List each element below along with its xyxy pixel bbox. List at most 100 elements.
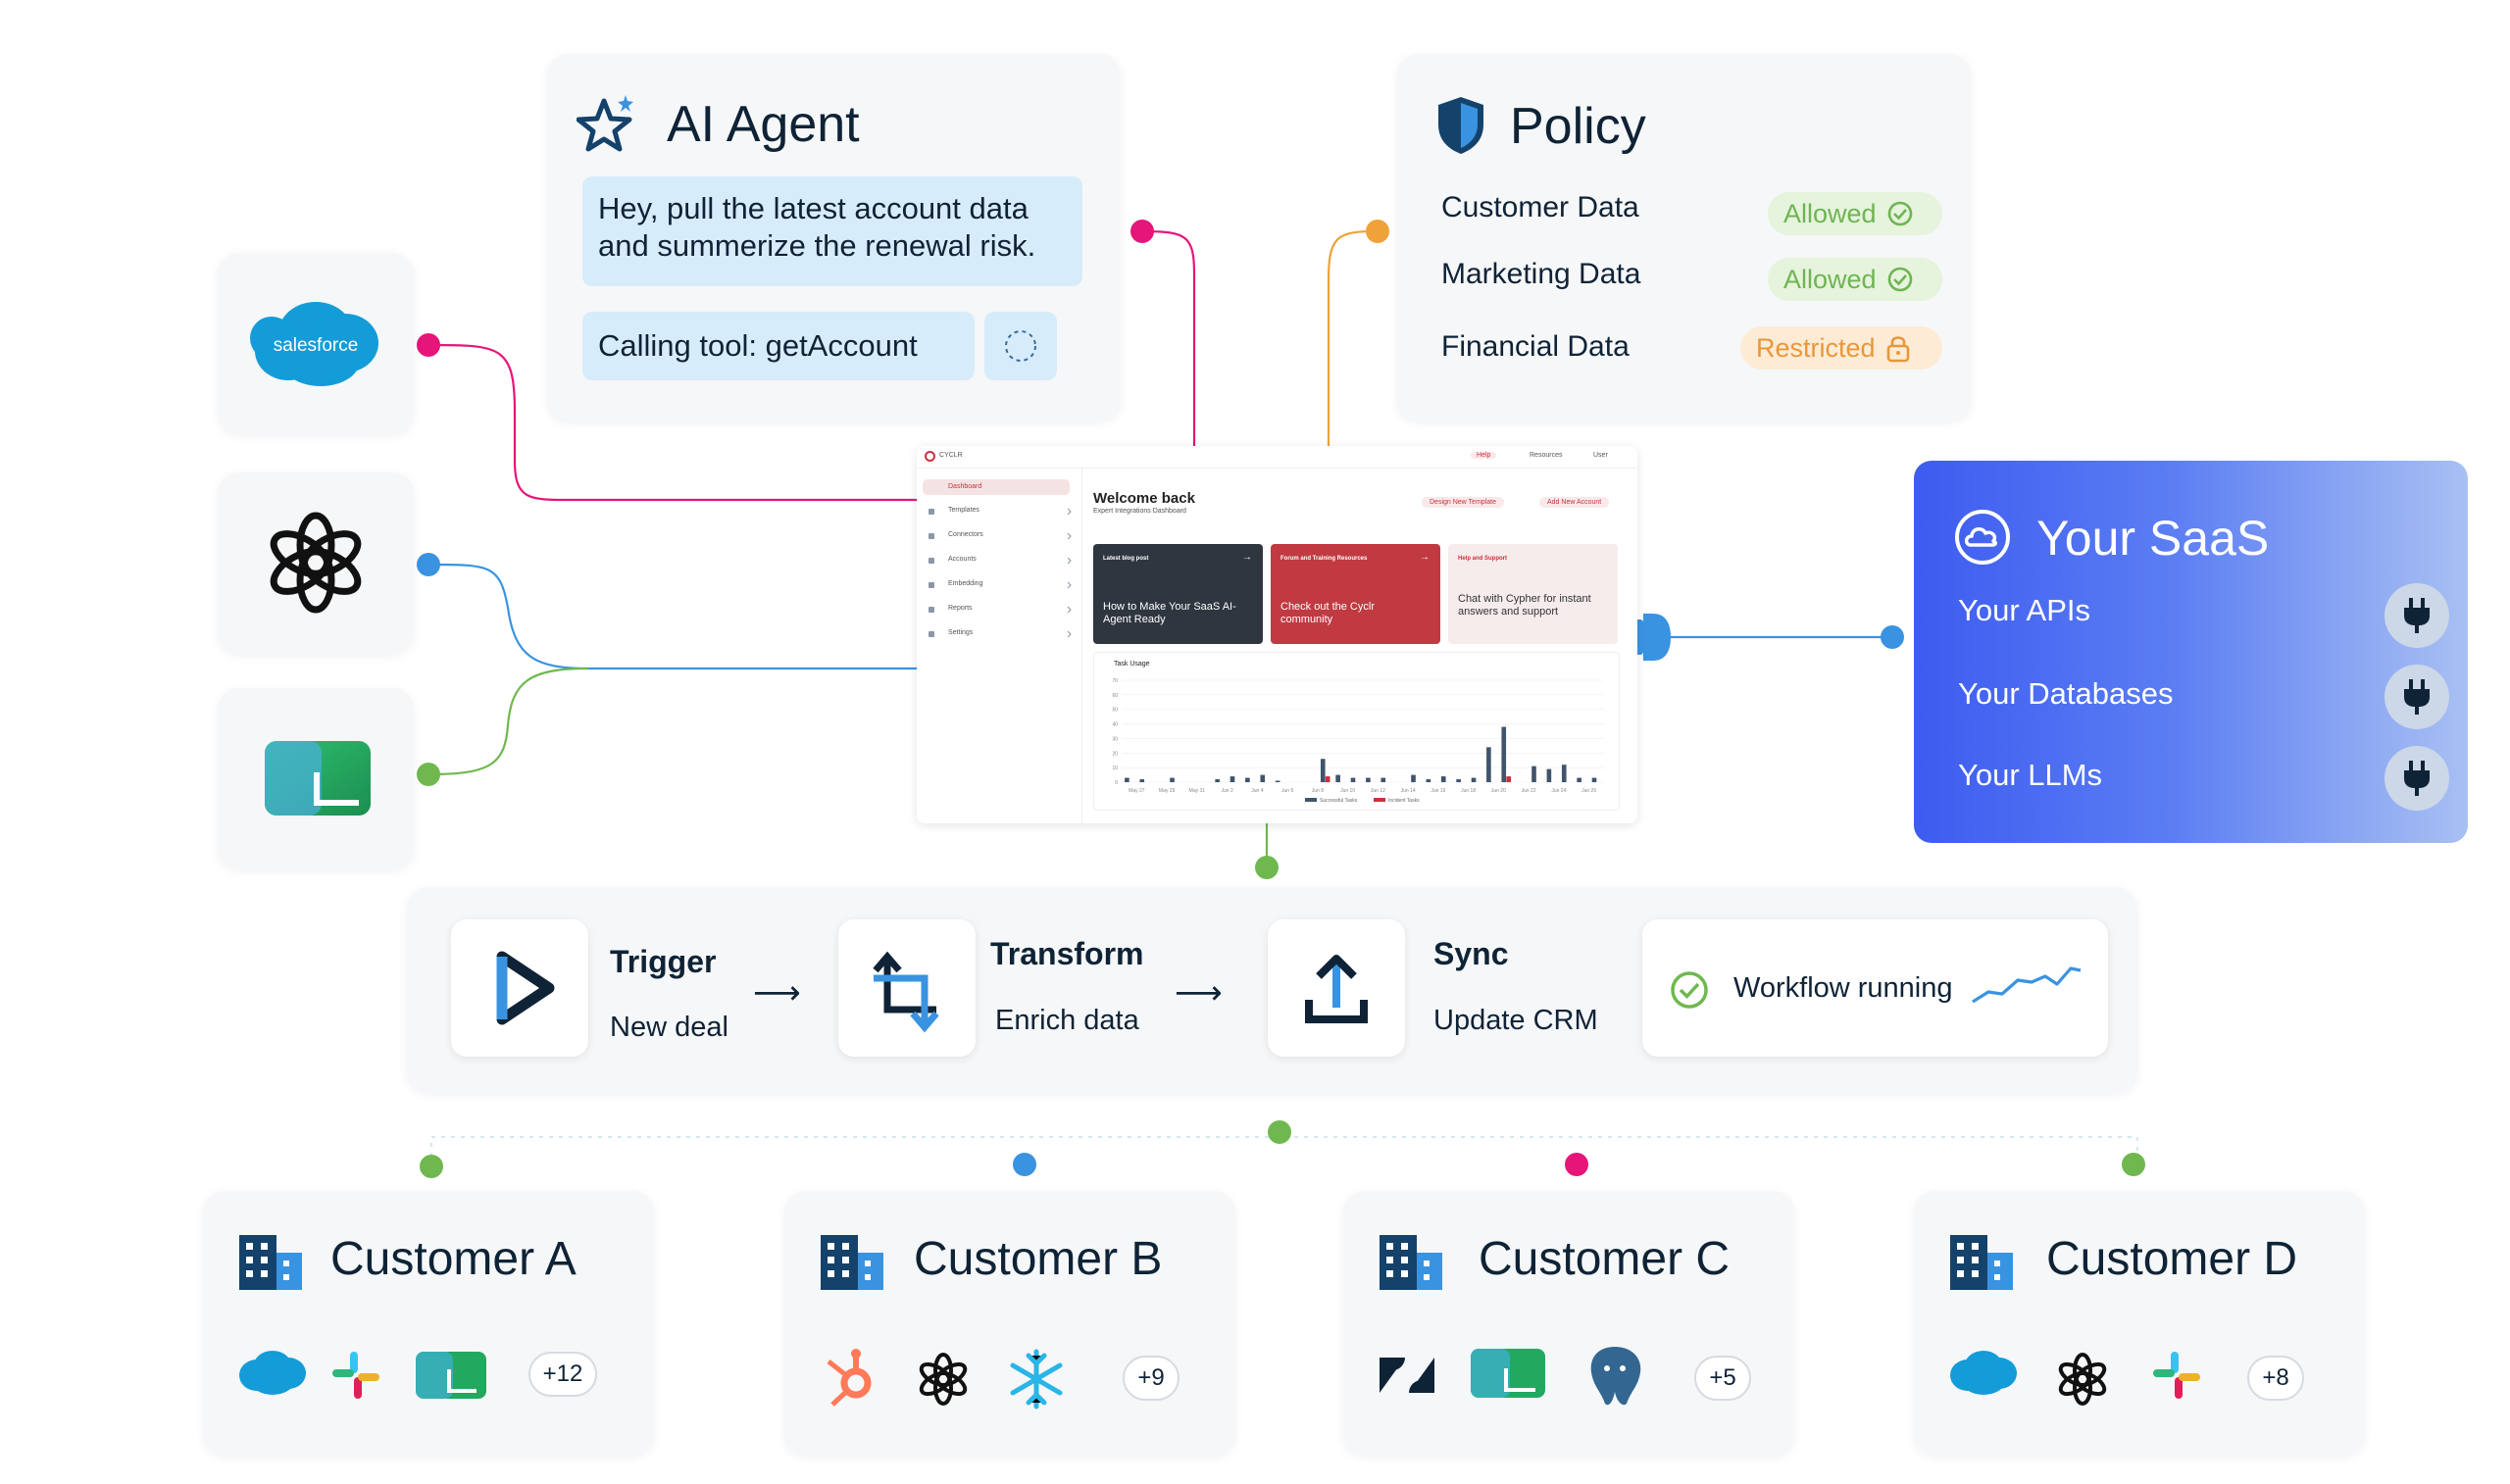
more-apps-badge[interactable]: +12 <box>528 1352 597 1397</box>
source-tile-sheet[interactable] <box>218 688 414 869</box>
x-tick-label: Jun 8 <box>1312 788 1324 794</box>
saas-item-databases: Your Databases <box>1958 676 2174 711</box>
plug-icon[interactable] <box>2384 583 2449 648</box>
sidebar-item-settings[interactable]: Settings <box>948 629 974 636</box>
sidebar-item-dashboard[interactable]: Dashboard <box>923 479 1070 495</box>
tile-support[interactable]: Help and Support Chat with Cypher for in… <box>1448 544 1618 644</box>
building-icon <box>239 1235 302 1290</box>
node-dot <box>1013 1153 1036 1176</box>
sidebar-item-embedding[interactable]: Embedding <box>948 580 983 587</box>
sidebar-item-accounts[interactable]: Accounts <box>948 556 977 563</box>
sidebar-item-reports[interactable]: Reports <box>948 605 973 612</box>
plug-icon[interactable] <box>2384 665 2449 729</box>
sidebar-item-connectors[interactable]: Connectors <box>948 531 983 538</box>
sidebar-item-templates[interactable]: Templates <box>948 507 979 514</box>
tile-text: How to Make Your SaaS AI-Agent Ready <box>1103 601 1236 625</box>
bar-successful <box>1471 777 1477 782</box>
x-tick-label: Jun 6 <box>1281 788 1293 794</box>
star-agent-icon <box>577 95 633 152</box>
x-tick-label: Jun 12 <box>1371 788 1385 794</box>
play-icon <box>496 951 555 1025</box>
bar-successful <box>1426 779 1431 782</box>
dashboard-topbar: CYCLR Help Resources User <box>917 446 1637 469</box>
source-tile-openai[interactable] <box>218 472 414 654</box>
design-template-button[interactable]: Design New Template <box>1422 497 1504 508</box>
bar-successful <box>1411 774 1416 782</box>
green-sheet-icon <box>1471 1349 1545 1398</box>
hubspot-icon <box>827 1349 872 1407</box>
status-text: Allowed <box>1783 265 1877 294</box>
x-tick-label: Jun 18 <box>1461 788 1476 794</box>
x-tick-label: Jun 24 <box>1551 788 1566 794</box>
check-circle-icon <box>1671 971 1708 1009</box>
x-tick-label: Jun 22 <box>1522 788 1536 794</box>
bar-successful <box>1440 776 1446 782</box>
transform-step-tile[interactable] <box>838 919 976 1057</box>
bar-successful <box>1320 759 1326 782</box>
bar-successful <box>1591 777 1597 782</box>
plug-icon[interactable] <box>2384 746 2449 811</box>
policy-row-label: Customer Data <box>1441 191 1639 223</box>
cloud-icon <box>1955 510 2010 565</box>
customer-card[interactable]: Customer B +9 <box>784 1191 1235 1456</box>
bar-successful <box>1139 779 1145 782</box>
customer-name: Customer C <box>1479 1233 1731 1285</box>
sidebar-glyphs <box>929 508 1072 638</box>
x-tick-label: Jun 16 <box>1431 788 1445 794</box>
spinner-icon <box>1005 330 1036 362</box>
sync-step-tile[interactable] <box>1268 919 1405 1057</box>
customer-card[interactable]: Customer A +12 <box>203 1191 654 1456</box>
trigger-step-tile[interactable] <box>451 919 588 1057</box>
help-link[interactable]: Help <box>1471 452 1497 459</box>
customer-card[interactable]: Customer C +5 <box>1343 1191 1794 1456</box>
x-tick-label: May 27 <box>1129 788 1145 794</box>
node-dot <box>420 1155 443 1178</box>
agent-message: Hey, pull the latest account data and su… <box>582 176 1082 286</box>
arrow-icon: → <box>1420 552 1430 563</box>
x-tick-label: May 31 <box>1189 788 1206 794</box>
user-menu[interactable]: User <box>1593 452 1608 459</box>
green-sheet-icon <box>416 1352 486 1399</box>
node-dot <box>1565 1153 1588 1176</box>
policy-card: Policy Customer Data Allowed Marketing D… <box>1397 54 1971 421</box>
arrow-right-icon: ⟶ <box>753 974 801 1012</box>
y-tick-label: 70 <box>1112 678 1118 684</box>
tile-blog[interactable]: Latest blog post How to Make Your SaaS A… <box>1093 544 1263 644</box>
policy-title: Policy <box>1510 98 1646 155</box>
bar-successful <box>1380 777 1386 782</box>
more-apps-badge[interactable]: +5 <box>1694 1356 1751 1401</box>
more-apps-badge[interactable]: +8 <box>2247 1356 2304 1401</box>
workflow-status-card: Workflow running <box>1642 919 2108 1057</box>
legend-label: Successful Tasks <box>1320 798 1358 804</box>
salesforce-cloud-icon <box>239 1351 306 1395</box>
dashboard-sidebar: Dashboard Templates Connectors Accounts … <box>917 468 1082 823</box>
resources-link[interactable]: Resources <box>1530 452 1563 459</box>
lock-icon <box>1886 336 1909 363</box>
status-badge-allowed: Allowed <box>1768 192 1942 235</box>
step-subtitle: Enrich data <box>995 1005 1139 1036</box>
node-dot <box>2122 1153 2145 1176</box>
building-icon <box>821 1235 883 1290</box>
step-subtitle: Update CRM <box>1433 1005 1598 1036</box>
tile-kicker: Help and Support <box>1458 556 1507 562</box>
node-dot <box>1268 1120 1291 1144</box>
source-tile-salesforce[interactable]: salesforce <box>218 253 414 434</box>
customer-name: Customer B <box>914 1233 1163 1285</box>
status-badge-restricted: Restricted <box>1740 326 1942 370</box>
openai-knot-icon <box>919 1353 968 1406</box>
tile-forum[interactable]: Forum and Training Resources Check out t… <box>1271 544 1440 644</box>
bar-successful <box>1335 774 1340 782</box>
arrow-right-icon: ⟶ <box>1175 974 1223 1012</box>
more-apps-badge[interactable]: +9 <box>1123 1356 1180 1401</box>
customer-name: Customer A <box>330 1233 577 1285</box>
bar-successful <box>1561 765 1567 782</box>
bar-successful <box>1125 777 1130 782</box>
brand-label: CYCLR <box>939 452 963 459</box>
add-account-button[interactable]: Add New Account <box>1539 497 1610 508</box>
y-tick-label: 30 <box>1112 736 1118 742</box>
saas-item-llms: Your LLMs <box>1958 758 2103 792</box>
node-dot <box>417 333 440 357</box>
bar-successful <box>1531 766 1536 782</box>
customer-card[interactable]: Customer D +8 <box>1914 1191 2365 1456</box>
